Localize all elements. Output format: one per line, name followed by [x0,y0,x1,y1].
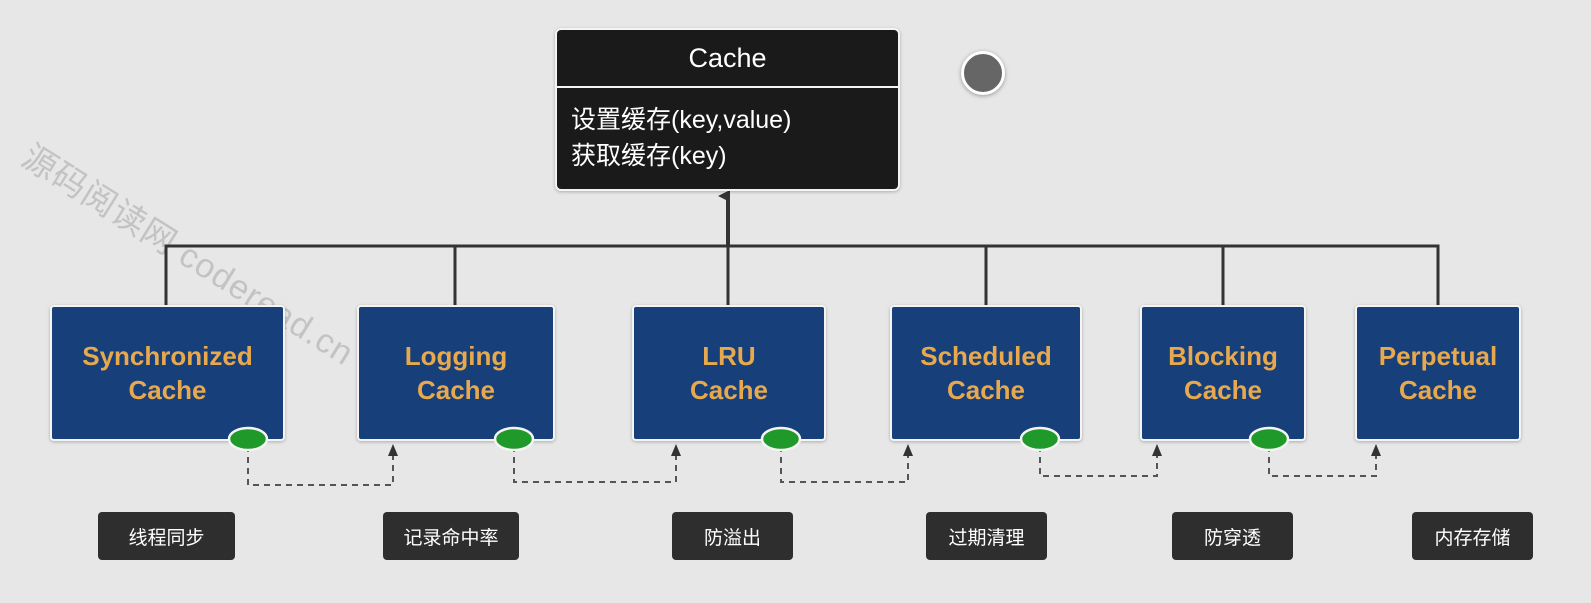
delegate-dot-lru [760,426,802,452]
delegate-arrowhead-4 [1152,444,1162,456]
tag-hit-rate: 记录命中率 [383,512,519,560]
method-get: 获取缓存(key) [571,142,727,170]
impl-name: LRU Cache [689,341,769,405]
delegate-link-3 [780,446,909,483]
impl-name: Scheduled Cache [920,341,1052,405]
tag-memory: 内存存储 [1412,512,1533,560]
delegate-link-1 [247,446,394,486]
delegate-link-4 [1039,446,1158,477]
delegate-dot-synchronized [227,426,269,452]
tag-expire: 过期清理 [926,512,1047,560]
delegate-arrowhead-1 [388,444,398,456]
pointer-dot-icon [961,51,1005,95]
impl-name: Blocking Cache [1168,341,1278,405]
delegate-link-2 [513,446,677,483]
delegate-dot-logging [493,426,535,452]
tag-penetration: 防穿透 [1172,512,1293,560]
inheritance-bus [164,244,1440,305]
method-put: 设置缓存(key,value) [571,106,792,134]
logging-cache-box: Logging Cache [357,305,555,441]
interface-methods: 设置缓存(key,value) 获取缓存(key) [557,88,898,174]
synchronized-cache-box: Synchronized Cache [50,305,285,441]
tag-overflow: 防溢出 [672,512,793,560]
interface-title: Cache [557,30,898,88]
lru-cache-box: LRU Cache [632,305,826,441]
delegate-arrowhead-5 [1371,444,1381,456]
impl-name: Synchronized Cache [82,341,253,405]
scheduled-cache-box: Scheduled Cache [890,305,1082,441]
delegate-arrowhead-3 [903,444,913,456]
perpetual-cache-box: Perpetual Cache [1355,305,1521,441]
impl-name: Perpetual Cache [1378,341,1498,405]
cache-interface-box: Cache 设置缓存(key,value) 获取缓存(key) [555,28,900,191]
delegate-dot-scheduled [1019,426,1061,452]
delegate-arrowhead-2 [671,444,681,456]
delegate-link-5 [1268,446,1377,477]
tag-thread-sync: 线程同步 [98,512,235,560]
delegate-dot-blocking [1248,426,1290,452]
impl-name: Logging Cache [404,341,508,405]
blocking-cache-box: Blocking Cache [1140,305,1306,441]
